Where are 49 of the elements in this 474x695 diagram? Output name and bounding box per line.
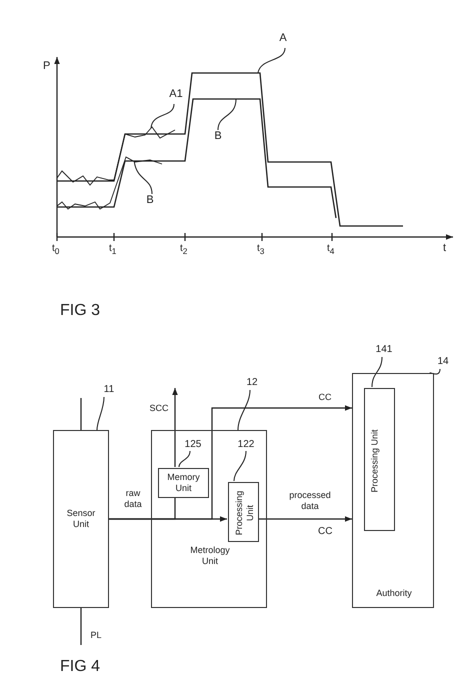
edge-label: PL [89, 630, 102, 641]
leader-line [134, 161, 152, 194]
figure-caption: FIG 4 [60, 658, 100, 676]
figure-caption: FIG 3 [60, 302, 100, 320]
callout-label: B [211, 130, 225, 146]
reference-number: 141 [375, 344, 393, 357]
leader-line [150, 104, 174, 129]
arrow [109, 405, 352, 520]
signal-label: CC [318, 526, 332, 537]
tick-label: t$_{1}$ [109, 243, 116, 256]
reference-number: 11 [103, 384, 115, 397]
leader-line [238, 390, 250, 430]
reference-number: 12 [246, 377, 258, 390]
unit-box: Processing Unit [228, 482, 259, 542]
unit-box [151, 430, 267, 608]
curve-line [57, 72, 403, 227]
tick-label: t$_{4}$ [327, 243, 334, 256]
tick-label: t$_{2}$ [180, 243, 188, 256]
unit-label: Authority [375, 588, 413, 599]
edge-label: raw data [123, 488, 143, 510]
unit-box: Memory Unit [158, 468, 209, 498]
unit-box: Processing Unit [364, 388, 395, 531]
unit-box [352, 373, 434, 608]
leader-line [218, 98, 236, 130]
signal-line [80, 608, 82, 645]
arrow [172, 388, 178, 467]
arrow [258, 516, 352, 522]
edge-label: processed data [288, 490, 332, 512]
callout-label: A1 [165, 88, 187, 104]
callout-label: A [276, 32, 290, 48]
reference-number: 122 [237, 439, 255, 452]
tick-label: t$_{3}$ [257, 243, 264, 256]
edge-label: SCC [148, 403, 170, 414]
axis-label: t [443, 242, 446, 254]
unit-box: Sensor Unit [53, 430, 109, 608]
unit-label: Metrology Unit [189, 545, 231, 567]
reference-number: 14 [437, 356, 449, 369]
leader-line [258, 48, 286, 74]
tick-label: t$_{0}$ [52, 243, 60, 256]
leader-line [96, 396, 104, 430]
leader-line [234, 450, 246, 482]
edge-label: CC [318, 392, 332, 403]
callout-label: B [143, 194, 157, 210]
leader-line [430, 368, 440, 375]
leader-line [372, 356, 382, 388]
reference-number: 125 [184, 439, 202, 452]
leader-line [178, 450, 190, 468]
axis-label: P [43, 60, 50, 72]
signal-line [80, 398, 82, 430]
